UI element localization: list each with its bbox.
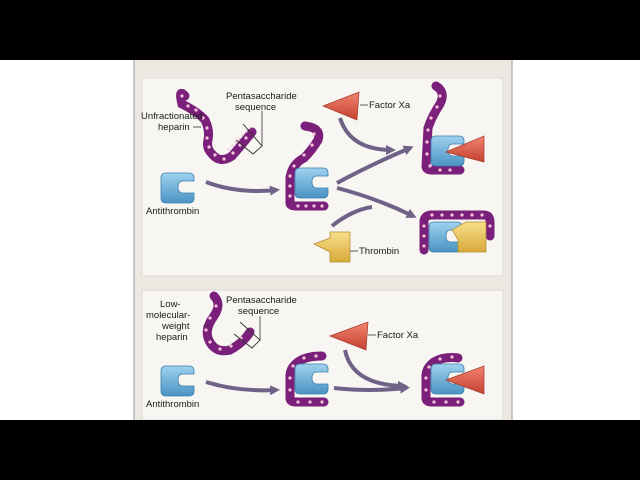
heparin-mechanism-diagram: Pentasaccharide sequence Unfractionated … [133,60,513,420]
pentasaccharide-bracket [235,123,263,155]
unfractionated-label-line1: Unfractionated [141,111,203,122]
lmwh-label-line3: weight [161,321,190,332]
thrombin-icon [313,231,351,263]
pentasaccharide-label-line2: sequence [235,102,276,113]
lmwh-arrow-binding [205,380,280,396]
thrombin-label: Thrombin [359,246,399,257]
lmwh-factor-xa-icon [329,321,369,351]
lmwh-arrow-factor-xa [343,349,408,391]
lmwh-factor-xa-label: Factor Xa [377,330,419,341]
arrow-factor-xa-to-complex [338,117,396,155]
lmwh-label-line1: Low- [160,299,181,310]
thrombin-inhibited-complex [419,210,495,255]
factor-xa-label: Factor Xa [369,100,411,111]
bottom-panel: Pentasaccharide sequence Low- molecular-… [141,289,504,420]
xa-inhibited-complex [421,81,485,175]
lmwh-xa-inhibited-complex [421,353,485,407]
page-frame: Pentasaccharide sequence Unfractionated … [0,60,640,420]
arrow-binding [205,180,280,196]
lmwh-label-line2: molecular- [146,310,190,321]
lmwh-pentasaccharide-bracket [233,321,261,349]
lmwh-antithrombin-label: Antithrombin [146,399,199,410]
unfractionated-heparin-chain [176,88,257,164]
lmwh-antithrombin-complex [285,351,329,407]
lmwh-pentasaccharide-label-line2: sequence [238,306,279,317]
arrow-thrombin-to-complex [330,205,373,228]
lmwh-label-line4: heparin [156,332,188,343]
lmwh-arrow-to-inhibition [333,383,410,394]
lmwh-chain [202,291,255,356]
lmwh-pentasaccharide-label-line1: Pentasaccharide [226,295,297,306]
heparin-antithrombin-complex [285,121,329,211]
pentasaccharide-label-line1: Pentasaccharide [226,91,297,102]
antithrombin-label: Antithrombin [146,206,199,217]
top-panel: Pentasaccharide sequence Unfractionated … [141,77,504,277]
unfractionated-label-line2: heparin [158,122,190,133]
arrow-to-thrombin-inhibition [336,186,417,218]
factor-xa-icon [322,91,360,121]
arrow-to-xa-inhibition [336,145,414,185]
